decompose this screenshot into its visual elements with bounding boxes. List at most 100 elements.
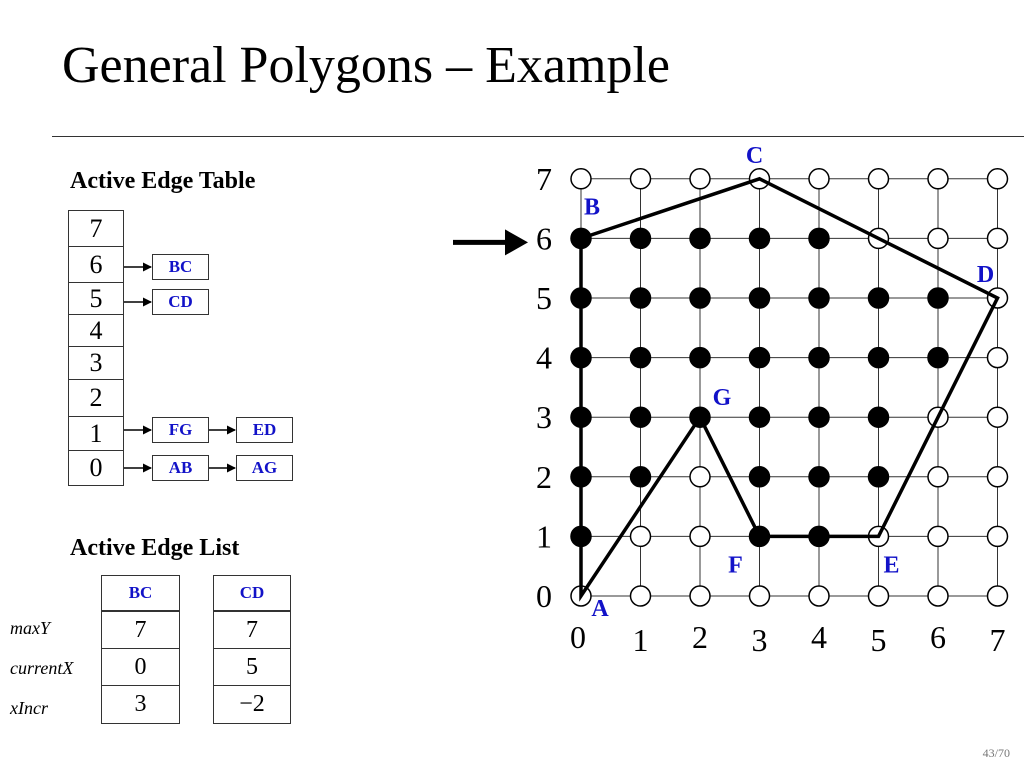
empty-sample-point xyxy=(927,585,949,607)
y-tick-label: 7 xyxy=(536,161,552,197)
aet-edge-ab: AB xyxy=(152,455,209,481)
filled-sample-point xyxy=(867,406,890,428)
filled-sample-point xyxy=(808,346,830,369)
empty-sample-point xyxy=(986,585,1009,607)
ael-header-bc: BC xyxy=(101,575,180,611)
empty-sample-point xyxy=(986,466,1009,488)
filled-sample-point xyxy=(629,466,652,488)
filled-sample-point xyxy=(867,287,890,309)
aet-pointer-arrows xyxy=(124,262,236,473)
x-tick-label: 6 xyxy=(930,619,946,655)
aet-row-6: 6 xyxy=(69,247,123,283)
filled-sample-point xyxy=(927,287,949,309)
filled-sample-point xyxy=(748,466,771,488)
empty-sample-point xyxy=(689,525,711,548)
empty-sample-point xyxy=(927,168,949,190)
filled-sample-point xyxy=(808,227,830,250)
empty-sample-point xyxy=(570,168,592,190)
empty-sample-point xyxy=(629,168,652,190)
aet-edge-ed: ED xyxy=(236,417,293,443)
y-tick-label: 1 xyxy=(536,518,552,554)
vertex-label-g: G xyxy=(713,385,732,411)
ael-bc-xincr: 3 xyxy=(101,685,180,724)
filled-sample-point xyxy=(867,466,890,488)
vertex-label-d: D xyxy=(977,262,994,288)
aet-table: 7 6 5 4 3 2 1 0 xyxy=(68,210,124,486)
empty-sample-point xyxy=(986,346,1009,369)
empty-sample-point xyxy=(748,585,771,607)
y-tick-label: 2 xyxy=(536,459,552,495)
filled-sample-point xyxy=(867,346,890,369)
empty-sample-point xyxy=(629,585,652,607)
y-tick-label: 5 xyxy=(536,280,552,316)
x-tick-label: 1 xyxy=(633,622,649,658)
filled-sample-point xyxy=(808,466,830,488)
vertex-label-e: E xyxy=(883,552,899,578)
ael-label-maxy: maxY xyxy=(10,618,50,638)
ael-header-cd: CD xyxy=(213,575,291,611)
empty-sample-point xyxy=(986,406,1009,428)
aet-heading: Active Edge Table xyxy=(70,168,256,194)
y-tick-label: 4 xyxy=(536,340,552,376)
ael-cd-xincr: −2 xyxy=(213,685,291,724)
filled-sample-point xyxy=(689,287,711,309)
filled-sample-point xyxy=(748,346,771,369)
filled-sample-point xyxy=(629,346,652,369)
filled-sample-point xyxy=(808,406,830,428)
filled-sample-point xyxy=(748,406,771,428)
ael-label-currentx: currentX xyxy=(10,658,74,678)
y-tick-label: 6 xyxy=(536,220,552,256)
y-tick-label: 3 xyxy=(536,399,552,435)
ael-heading: Active Edge List xyxy=(70,535,240,561)
slide-title: General Polygons – Example xyxy=(62,37,670,94)
filled-sample-point xyxy=(629,406,652,428)
empty-sample-point xyxy=(629,525,652,548)
aet-row-1: 1 xyxy=(69,417,123,451)
empty-sample-point xyxy=(808,168,830,190)
filled-sample-point xyxy=(748,227,771,250)
empty-sample-point xyxy=(689,466,711,488)
empty-sample-point xyxy=(689,168,711,190)
vertex-label-f: F xyxy=(728,552,743,578)
filled-sample-point xyxy=(689,227,711,250)
vertex-label-b: B xyxy=(584,194,600,220)
x-tick-label: 2 xyxy=(692,619,708,655)
empty-sample-point xyxy=(986,168,1009,190)
filled-sample-point xyxy=(629,287,652,309)
empty-sample-point xyxy=(986,227,1009,250)
aet-edge-ag: AG xyxy=(236,455,293,481)
empty-sample-point xyxy=(927,227,949,250)
empty-sample-point xyxy=(808,585,830,607)
aet-row-4: 4 xyxy=(69,315,123,347)
empty-sample-point xyxy=(986,525,1009,548)
vertex-label-a: A xyxy=(591,596,609,622)
aet-row-5: 5 xyxy=(69,283,123,315)
ael-label-xincr: xIncr xyxy=(10,698,48,718)
filled-sample-point xyxy=(927,346,949,369)
vertex-label-c: C xyxy=(746,143,763,169)
x-tick-label: 7 xyxy=(990,622,1006,658)
title-divider xyxy=(52,136,1024,137)
empty-sample-point xyxy=(927,466,949,488)
aet-edge-bc: BC xyxy=(152,254,209,280)
aet-row-7: 7 xyxy=(69,211,123,247)
aet-row-0: 0 xyxy=(89,453,103,482)
empty-sample-point xyxy=(927,525,949,548)
filled-sample-point xyxy=(629,227,652,250)
aet-row-2: 2 xyxy=(69,380,123,417)
x-tick-label: 5 xyxy=(871,622,887,658)
x-tick-label: 3 xyxy=(752,622,768,658)
filled-sample-point xyxy=(748,287,771,309)
y-tick-label: 0 xyxy=(536,578,552,614)
x-tick-label: 0 xyxy=(570,619,586,655)
empty-sample-point xyxy=(689,585,711,607)
page-number: 43/70 xyxy=(982,746,1010,760)
filled-sample-point xyxy=(808,287,830,309)
empty-sample-point xyxy=(867,168,890,190)
aet-edge-fg: FG xyxy=(152,417,209,443)
empty-sample-point xyxy=(867,585,890,607)
filled-sample-point xyxy=(689,346,711,369)
scanline-arrow-head xyxy=(505,229,528,256)
